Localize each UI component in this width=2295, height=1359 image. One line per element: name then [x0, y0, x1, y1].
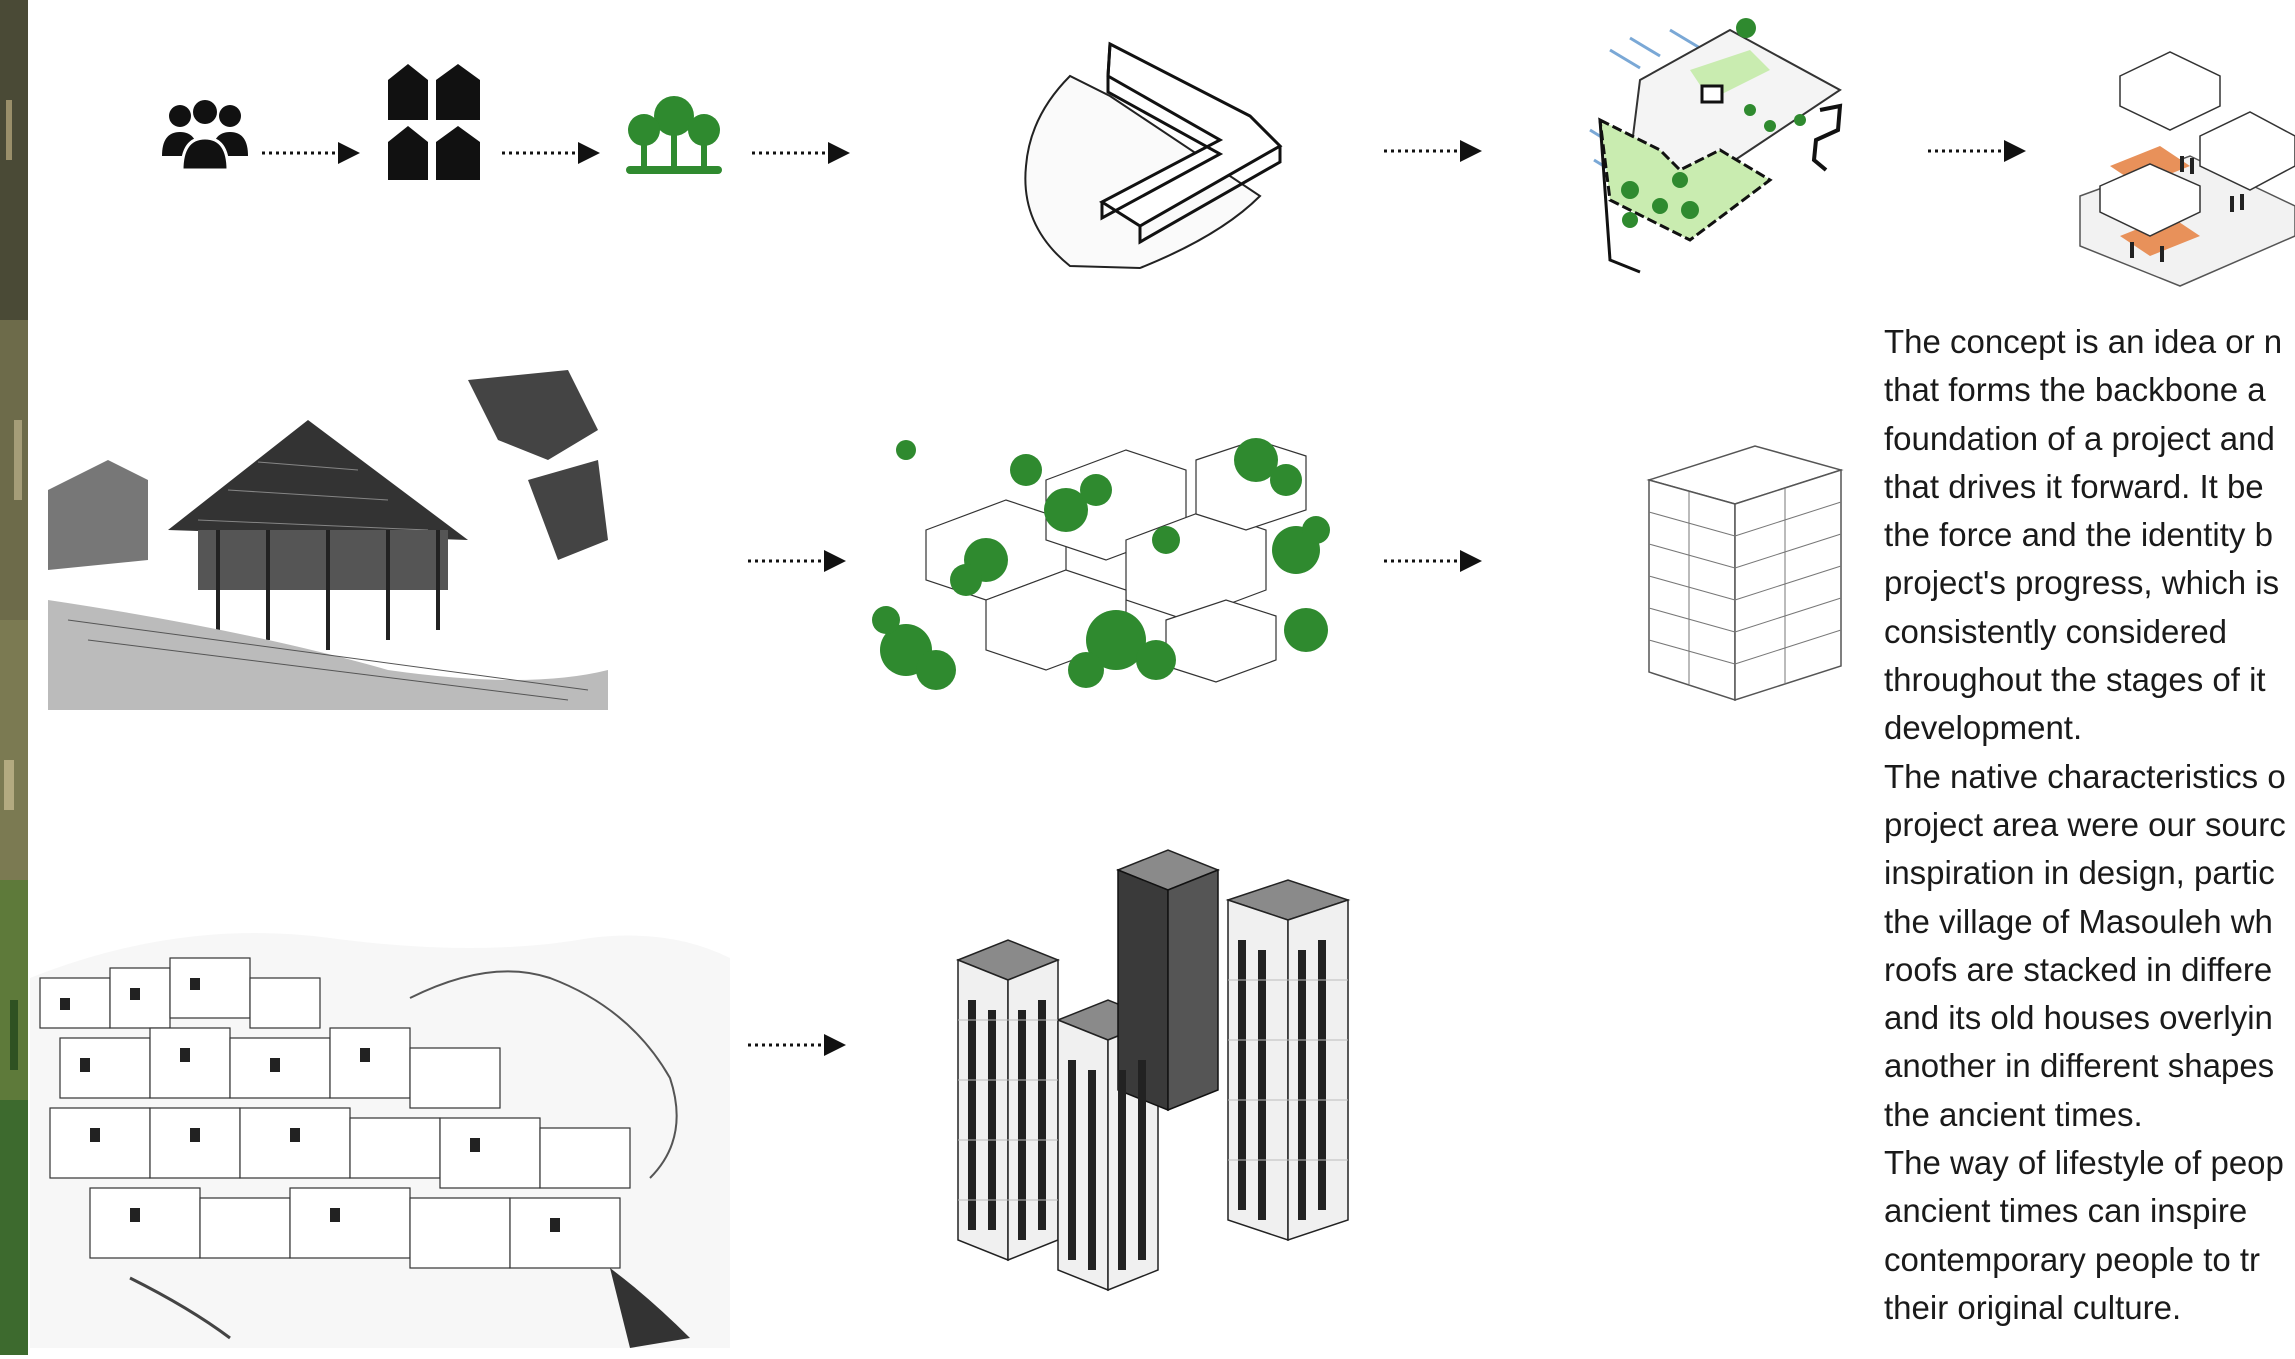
flow-arrow: [748, 546, 848, 580]
flow-arrow: [752, 138, 852, 172]
block-grid-diagram: [1645, 440, 1845, 710]
apartment-complex-axonometric: [948, 840, 1408, 1300]
houses-with-trees-diagram: [866, 420, 1346, 700]
left-photo-edge: [0, 0, 28, 1355]
flow-arrow: [1384, 136, 1484, 170]
concept-paragraph-3: The way of lifestyle of peop ancient tim…: [1884, 1144, 2284, 1326]
l-shaped-massing-diagram: [1020, 36, 1300, 276]
concept-paragraph-2: The native characteristics o project are…: [1884, 757, 2286, 1133]
site-plan-diagram: [1570, 10, 1860, 300]
pavilion-sketch: [48, 370, 608, 710]
flow-arrow: [502, 138, 602, 172]
concept-description: The concept is an idea or n that forms t…: [1884, 318, 2295, 1328]
trees-icon: [624, 94, 724, 178]
flow-arrow: [262, 138, 362, 172]
stacked-volumes-diagram: [2070, 46, 2295, 296]
flow-arrow: [748, 1030, 848, 1064]
houses-icon: [386, 62, 482, 182]
masouleh-village-sketch: [30, 878, 730, 1348]
people-icon: [160, 100, 250, 174]
flow-arrow: [1928, 136, 2028, 170]
flow-arrow: [1384, 546, 1484, 580]
concept-paragraph-1: The concept is an idea or n that forms t…: [1884, 323, 2283, 747]
